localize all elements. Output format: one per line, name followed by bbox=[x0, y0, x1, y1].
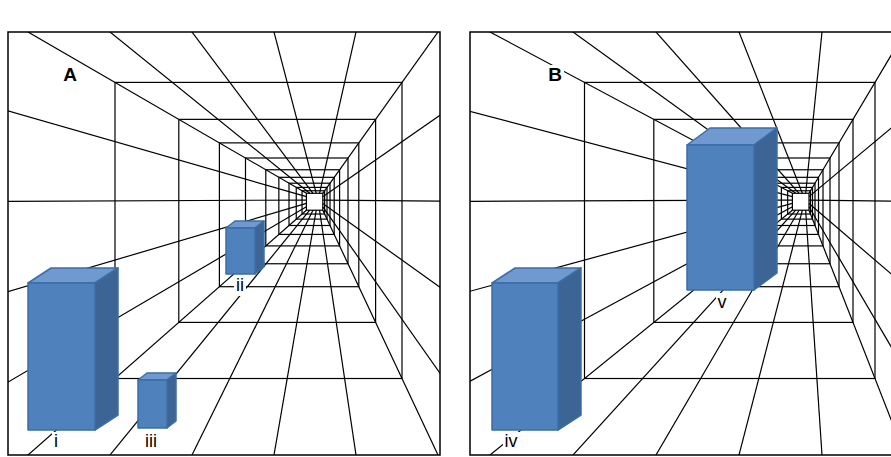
perspective-line bbox=[154, 210, 313, 455]
perspective-line bbox=[323, 207, 440, 422]
corridor-frame bbox=[306, 193, 322, 210]
perspective-line bbox=[320, 32, 368, 193]
corridor-frame bbox=[179, 119, 376, 322]
perspective-line bbox=[806, 210, 827, 455]
panel-letter: B bbox=[546, 65, 564, 86]
panel-frame bbox=[8, 32, 440, 455]
block-front bbox=[138, 380, 167, 428]
perspective-line bbox=[261, 32, 316, 193]
perspective-line bbox=[154, 32, 313, 193]
block-label: ii bbox=[234, 276, 246, 296]
block-side bbox=[558, 268, 581, 430]
block-label: iv bbox=[503, 432, 520, 452]
block-label: v bbox=[716, 293, 729, 313]
perspective-line bbox=[809, 203, 891, 311]
perspective-line bbox=[809, 92, 891, 197]
block-side bbox=[167, 373, 176, 428]
block-front bbox=[687, 145, 754, 290]
perspective-line bbox=[323, 92, 440, 197]
perspective-line bbox=[809, 200, 891, 202]
block-front bbox=[492, 283, 558, 430]
perspective-line bbox=[809, 207, 891, 422]
perspective-line bbox=[323, 32, 440, 193]
corridor-frame bbox=[792, 193, 809, 210]
blue-blocks bbox=[28, 128, 777, 430]
perspective-line bbox=[8, 210, 306, 455]
corridor-frame bbox=[585, 82, 876, 378]
perspective-line bbox=[806, 32, 827, 193]
perspective-line bbox=[320, 210, 368, 455]
block-side bbox=[95, 268, 118, 430]
block-side bbox=[255, 221, 264, 274]
block-front bbox=[28, 283, 95, 430]
perspective-line bbox=[261, 210, 316, 455]
block-label: iii bbox=[143, 432, 159, 452]
panel-letter: A bbox=[61, 65, 79, 86]
perspective-line bbox=[323, 203, 440, 311]
block-label: i bbox=[52, 432, 60, 452]
corridor-frame bbox=[654, 119, 853, 322]
block-side bbox=[754, 128, 777, 290]
perspective-line bbox=[8, 92, 306, 197]
corridor-frame bbox=[115, 82, 402, 378]
corridor-grid bbox=[470, 32, 891, 455]
perspective-line bbox=[809, 210, 891, 455]
perspective-line bbox=[8, 32, 306, 193]
perspective-line bbox=[48, 32, 310, 193]
corridor-grid bbox=[8, 32, 440, 455]
perspective-line bbox=[323, 200, 440, 202]
block-front bbox=[226, 228, 255, 274]
panel-frame bbox=[470, 32, 891, 455]
perspective-line bbox=[809, 32, 891, 193]
perspective-line bbox=[8, 200, 306, 202]
perspective-line bbox=[323, 210, 440, 455]
